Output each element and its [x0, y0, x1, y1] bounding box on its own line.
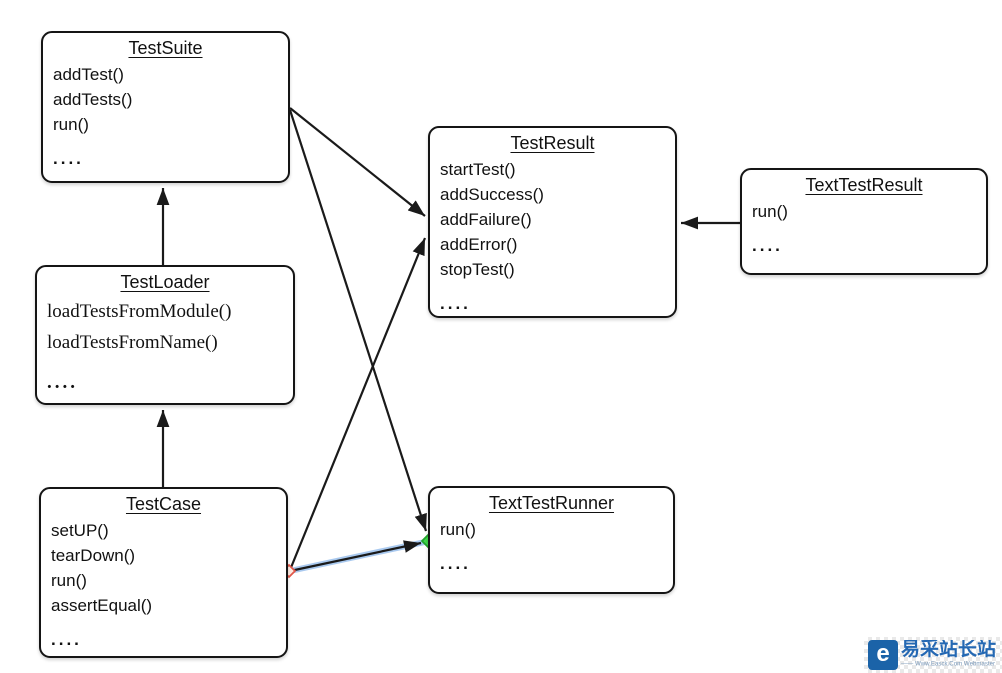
arrow-testsuite-to-testresult [289, 107, 426, 217]
arrow-testcase-to-testresult [288, 237, 427, 571]
method: loadTestsFromModule() [47, 301, 232, 322]
method: addSuccess() [440, 185, 544, 204]
method: addTests() [53, 90, 133, 109]
class-name: TextTestRunner [488, 493, 615, 513]
ellipsis: .... [53, 149, 84, 168]
method: addFailure() [440, 210, 532, 229]
class-name: TextTestResult [805, 175, 923, 195]
ellipsis: .... [752, 236, 783, 255]
watermark-subtitle-text: —— Www.Easck.Com Webmaster [901, 660, 996, 667]
class-name: TestCase [125, 494, 202, 514]
watermark-brand-text: 易采站长站 [901, 640, 997, 660]
method: stopTest() [440, 260, 515, 279]
method: addError() [440, 235, 518, 254]
method: setUP() [51, 521, 109, 540]
method: run() [51, 571, 87, 590]
class-box-testsuite: TestSuite addTest() addTests() run() ...… [41, 31, 290, 183]
class-name: TestResult [510, 133, 595, 153]
class-box-testcase: TestCase setUP() tearDown() run() assert… [39, 487, 288, 658]
method: run() [440, 520, 476, 539]
arrow-testsuite-to-texttestrunner [288, 109, 428, 532]
method: loadTestsFromName() [47, 332, 218, 353]
class-box-texttestresult: TextTestResult run() .... [740, 168, 988, 275]
ellipsis: .... [51, 630, 82, 649]
method: assertEqual() [51, 596, 153, 615]
ellipsis: .... [47, 372, 78, 393]
watermark: e 易采站长站 —— Www.Easck.Com Webmaster [864, 637, 1002, 673]
method: tearDown() [51, 546, 136, 565]
easck-logo-icon: e [868, 640, 898, 670]
class-box-texttestrunner: TextTestRunner run() .... [428, 486, 675, 594]
method: run() [752, 202, 788, 221]
class-name: TestSuite [128, 38, 203, 58]
method: addTest() [53, 65, 124, 84]
ellipsis: .... [440, 294, 471, 313]
class-box-testloader: TestLoader loadTestsFromModule() loadTes… [35, 265, 295, 405]
method: run() [53, 115, 89, 134]
class-name: TestLoader [120, 272, 210, 292]
class-box-testresult: TestResult startTest() addSuccess() addF… [428, 126, 677, 318]
method: startTest() [440, 160, 516, 179]
arrow-testcase-to-texttestrunner [289, 540, 422, 573]
ellipsis: .... [440, 554, 471, 573]
